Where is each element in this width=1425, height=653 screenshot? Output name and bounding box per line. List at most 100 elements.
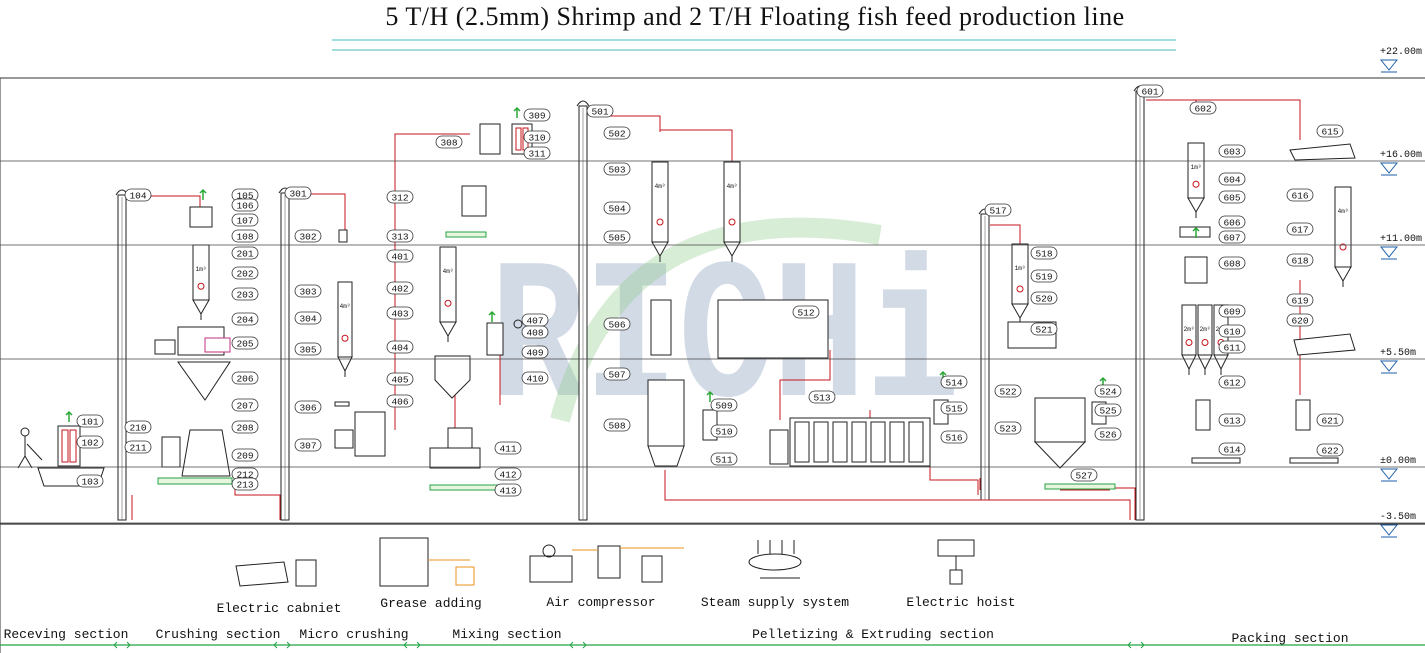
callout-bubble <box>1030 291 1058 305</box>
elevation-marker <box>1379 360 1399 372</box>
bin-capacity: 4m³ <box>655 183 666 190</box>
elevation-label: +11.00m <box>1380 234 1422 245</box>
callout-205: 205 <box>231 336 259 350</box>
callout-number: 526 <box>1099 430 1116 441</box>
silo-503: 4m³ <box>651 161 669 262</box>
callout-bubble <box>792 305 820 319</box>
callout-number: 525 <box>1099 406 1116 417</box>
callout-bubble <box>231 420 259 434</box>
dryer-cell <box>794 421 810 463</box>
callout-number: 621 <box>1321 416 1338 427</box>
callout-number: 603 <box>1223 147 1240 158</box>
packing-scale-613 <box>1195 399 1211 431</box>
conditioner-506 <box>650 299 672 356</box>
callout-number: 412 <box>499 470 516 481</box>
callout-518: 518 <box>1030 246 1058 260</box>
callout-306: 306 <box>294 400 322 414</box>
compressor-wheel <box>542 544 556 558</box>
callout-310: 310 <box>523 130 551 144</box>
callout-number: 410 <box>526 374 543 385</box>
callout-number: 106 <box>236 201 253 212</box>
callout-211: 211 <box>124 440 152 454</box>
bin-hopper <box>1334 266 1352 283</box>
callout-516: 516 <box>940 430 968 444</box>
callout-406: 406 <box>386 394 414 408</box>
callout-bubble <box>1136 84 1164 98</box>
callout-bubble <box>523 146 551 160</box>
callout-bubble <box>231 312 259 326</box>
callout-number: 615 <box>1321 127 1338 138</box>
callout-number: 522 <box>999 387 1016 398</box>
bin-hopper <box>1197 354 1213 371</box>
silo-201: 1m³ <box>192 244 210 320</box>
callout-bubble <box>76 414 104 428</box>
callout-bubble <box>1030 322 1058 336</box>
coating-machine-608 <box>1184 256 1208 284</box>
callout-number: 620 <box>1291 316 1308 327</box>
callout-number: 622 <box>1321 446 1338 457</box>
level-sensor-icon <box>197 282 205 290</box>
callout-501: 501 <box>586 104 614 118</box>
bucket-elevator <box>978 208 992 501</box>
callout-104: 104 <box>124 188 152 202</box>
callout-411: 411 <box>494 441 522 455</box>
material-pipe <box>1110 487 1136 520</box>
callout-525: 525 <box>1094 403 1122 417</box>
callout-309: 309 <box>523 108 551 122</box>
silo-616: 4m³ <box>1334 186 1352 287</box>
callout-bubble <box>1218 413 1246 427</box>
callout-209: 209 <box>231 448 259 462</box>
callout-613: 613 <box>1218 413 1246 427</box>
aux-label-1: Grease adding <box>380 596 481 611</box>
callout-514: 514 <box>940 375 968 389</box>
callout-number: 413 <box>499 486 516 497</box>
callout-number: 505 <box>608 233 625 244</box>
callout-bubble <box>1218 442 1246 456</box>
callout-408: 408 <box>521 325 549 339</box>
callout-bubble <box>1218 340 1246 354</box>
callout-bubble <box>521 345 549 359</box>
callout-number: 204 <box>236 315 253 326</box>
cooler-hopper <box>1033 441 1087 469</box>
cabinet-door <box>295 559 317 587</box>
callout-bubble <box>523 108 551 122</box>
silo-609b: 2m³ <box>1197 304 1213 375</box>
callout-number: 301 <box>289 189 306 200</box>
grease-pump <box>455 566 475 586</box>
grease-tanks <box>379 537 429 587</box>
elevation-label: +5.50m <box>1380 348 1416 359</box>
aux-label-3: Steam supply system <box>701 595 849 610</box>
callout-number: 612 <box>1223 378 1240 389</box>
callout-523: 523 <box>994 421 1022 435</box>
dust-filter-101 <box>57 425 81 467</box>
callout-number: 205 <box>236 339 253 350</box>
callout-506: 506 <box>603 317 631 331</box>
material-pipe <box>779 350 831 420</box>
bin-hopper <box>192 299 210 316</box>
callout-bubble <box>294 400 322 414</box>
callout-number: 210 <box>129 423 146 434</box>
section-divider <box>273 641 291 649</box>
filter-407 <box>486 322 504 356</box>
bin-hopper <box>723 241 741 258</box>
worker-leg <box>24 455 33 469</box>
callout-bubble <box>386 190 414 204</box>
rotary-screen-620 <box>1293 333 1356 356</box>
callout-number: 211 <box>129 443 146 454</box>
callout-301: 301 <box>284 186 312 200</box>
section-label-5: Packing section <box>1231 631 1348 646</box>
filter-bag <box>69 429 77 463</box>
callout-505: 505 <box>603 230 631 244</box>
level-sensor-icon <box>444 299 452 307</box>
elevation-marker <box>1379 162 1399 174</box>
conveyor-412 <box>429 484 501 491</box>
callout-bubble <box>435 135 463 149</box>
callout-601: 601 <box>1136 84 1164 98</box>
bag-conveyor-614 <box>1191 457 1241 464</box>
bucket-elevator <box>115 189 129 521</box>
elevator-head <box>576 100 590 107</box>
callout-302: 302 <box>294 229 322 243</box>
callout-509: 509 <box>710 398 738 412</box>
callout-bubble <box>1094 403 1122 417</box>
level-sensor-icon <box>1339 243 1347 251</box>
